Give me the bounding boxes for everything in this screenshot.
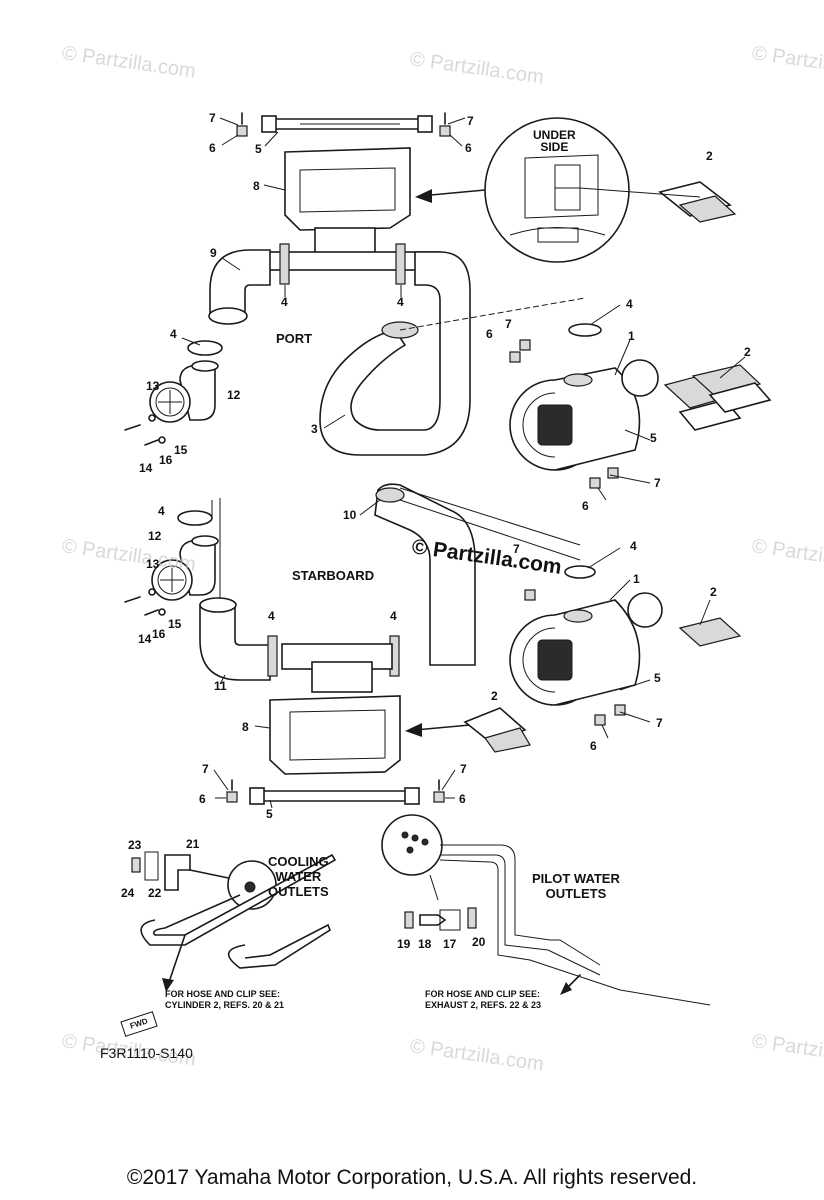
callout-6: 6 [459,792,466,806]
callout-6: 6 [199,792,206,806]
callout-1: 1 [633,572,640,586]
hose-s-3 [319,251,471,456]
fasteners-14-16-mid [124,588,166,616]
air-filter-mid [509,592,663,706]
copyright-footer: ©2017 Yamaha Motor Corporation, U.S.A. A… [126,1166,698,1189]
callout-5: 5 [650,431,657,445]
nut-screw-top-right [439,112,451,137]
callout-23: 23 [128,838,142,852]
air-box-bottom [269,643,401,775]
note-pilot: FOR HOSE AND CLIP SEE: EXHAUST 2, REFS. … [425,989,542,1010]
note-cooling: FOR HOSE AND CLIP SEE: CYLINDER 2, REFS.… [165,989,285,1010]
callout-4: 4 [281,295,288,309]
callout-4: 4 [390,609,397,623]
callout-6: 6 [582,499,589,513]
callout-9: 9 [210,246,217,260]
callout-3: 3 [311,422,318,436]
callout-14: 14 [139,461,153,475]
pilot-water-outlets-label: PILOT WATER OUTLETS [532,871,620,901]
callout-4: 4 [268,609,275,623]
callout-17: 17 [443,937,457,951]
callout-8: 8 [242,720,249,734]
drawing-code: F3R1110-S140 [100,1045,193,1061]
clamp-band-3 [267,635,278,677]
hose-10 [374,483,476,666]
pilot-parts [381,814,711,1006]
clamp-4-left [187,340,223,356]
callout-4: 4 [630,539,637,553]
callout-11: 11 [214,679,227,693]
hose-11 [199,604,271,681]
callout-5: 5 [654,671,661,685]
nut-screw-top-left [236,112,248,137]
callout-10: 10 [343,508,357,522]
pad-mid-right [678,617,742,647]
callout-4: 4 [158,504,165,518]
callout-4: 4 [626,297,633,311]
under-side-inset [484,117,630,263]
clamp-band-1 [279,243,290,285]
inlet-12 [149,360,219,423]
callout-4: 4 [397,295,404,309]
strap-top [261,115,433,133]
air-box-top [264,147,441,271]
callout-22: 22 [148,886,162,900]
callout-16: 16 [152,627,166,641]
callout-20: 20 [472,935,486,949]
callout-4: 4 [170,327,177,341]
callout-5: 5 [255,142,262,156]
callout-12: 12 [148,529,162,543]
pad-top [579,181,737,223]
cooling-water-outlets-label: COOLING WATER OUTLETS [268,854,329,899]
pad-mid [463,707,531,753]
callout-13: 13 [146,379,160,393]
callout-19: 19 [397,937,411,951]
callout-21: 21 [186,837,200,851]
leader-lines [181,117,746,809]
pads-right-top [663,364,772,431]
hose-elbow-9 [209,249,271,316]
inlet-12-mid [151,535,219,601]
callout-6: 6 [590,739,597,753]
clamp-band-2 [395,243,406,285]
callout-15: 15 [174,443,188,457]
starboard-label: STARBOARD [292,568,375,583]
callout-13: 13 [146,557,160,571]
callout-2: 2 [710,585,717,599]
callout-5: 5 [266,807,273,821]
callout-24: 24 [121,886,135,900]
callout-14: 14 [138,632,152,646]
callout-6: 6 [209,141,216,155]
callout-6: 6 [465,141,472,155]
callout-15: 15 [168,617,182,631]
callout-7: 7 [654,476,661,490]
strap-bottom [249,787,420,805]
fasteners-14-16-top [124,414,166,446]
air-filter-top [509,359,659,471]
callout-7: 7 [460,762,467,776]
callout-7: 7 [202,762,209,776]
callout-7: 7 [467,114,474,128]
callout-2: 2 [706,149,713,163]
clamp-4-top-right [568,323,602,337]
callout-7: 7 [656,716,663,730]
clamp-4-mid [177,510,213,526]
callout-2: 2 [744,345,751,359]
callout-6: 6 [486,327,493,341]
callout-7: 7 [505,317,512,331]
callout-18: 18 [418,937,432,951]
under-side-label: UNDER SIDE [533,128,576,154]
callout-7: 7 [209,111,216,125]
callout-7: 7 [513,542,520,556]
callout-16: 16 [159,453,173,467]
callout-12: 12 [227,388,241,402]
callout-8: 8 [253,179,260,193]
cooling-hoses [140,853,337,969]
callout-1: 1 [628,329,635,343]
callout-2: 2 [491,689,498,703]
port-label: PORT [276,331,313,346]
